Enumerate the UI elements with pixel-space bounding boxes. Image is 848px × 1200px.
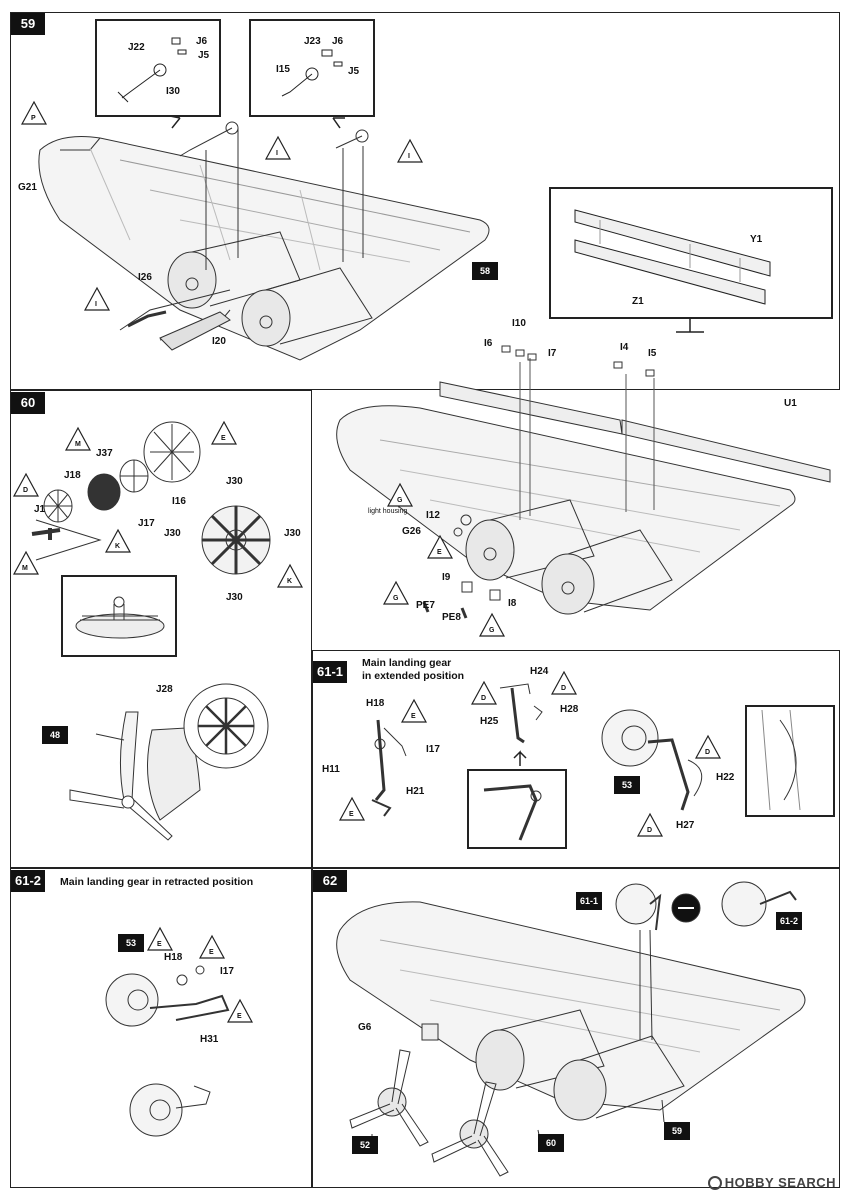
part-H18-b: H18 — [164, 952, 183, 963]
part-J30-b: J30 — [164, 528, 181, 539]
marker-g-2: G — [393, 595, 399, 602]
marker-k-1: K — [115, 543, 121, 550]
part-I4: I4 — [620, 342, 629, 353]
part-J5-b: J5 — [348, 66, 360, 77]
part-H25: H25 — [480, 716, 499, 727]
ref-badge-53-b: 53 — [118, 934, 144, 952]
part-H24: H24 — [530, 666, 549, 677]
part-J22: J22 — [128, 42, 145, 53]
step-number-61-1: 61-1 — [313, 661, 348, 683]
watermark-logo-icon — [707, 1176, 722, 1190]
part-J1: J1 — [34, 504, 46, 515]
marker-e-6: E — [209, 949, 214, 956]
part-J37: J37 — [96, 448, 113, 459]
part-J17: J17 — [138, 518, 155, 529]
light-housing-note: light housing — [368, 508, 408, 515]
marker-g-3: G — [489, 627, 495, 634]
marker-k-2: K — [287, 578, 293, 585]
marker-i-2: I — [408, 153, 410, 160]
ref-badge-61-2: 61-2 — [776, 912, 802, 930]
step-62-frame — [312, 868, 840, 1188]
part-Y1: Y1 — [750, 234, 763, 245]
step-60-frame — [10, 390, 312, 868]
part-J30-a: J30 — [226, 476, 243, 487]
part-H22: H22 — [716, 772, 735, 783]
step-number-62: 62 — [313, 870, 347, 892]
part-J6-b: J6 — [332, 36, 344, 47]
marker-e-3: E — [411, 713, 416, 720]
ref-badge-53-a: 53 — [614, 776, 640, 794]
marker-m-2: M — [22, 565, 28, 572]
hobby-search-watermark: HOBBY SEARCH — [707, 1175, 836, 1190]
step-59-frame — [10, 12, 840, 390]
part-I20: I20 — [212, 336, 226, 347]
step-number-61-2: 61-2 — [11, 870, 46, 892]
marker-e-7: E — [237, 1013, 242, 1020]
part-I30: I30 — [166, 86, 180, 97]
marker-i-1: I — [276, 150, 278, 157]
part-H21: H21 — [406, 786, 425, 797]
part-J18: J18 — [64, 470, 81, 481]
part-I10: I10 — [512, 318, 526, 329]
part-H28: H28 — [560, 704, 579, 715]
caption-61-1-line2: in extended position — [362, 670, 465, 682]
part-J28: J28 — [156, 684, 173, 695]
part-H18: H18 — [366, 698, 385, 709]
part-I17: I17 — [426, 744, 440, 755]
part-H31: H31 — [200, 1034, 219, 1045]
part-I26: I26 — [138, 272, 152, 283]
ref-badge-52: 52 — [352, 1136, 378, 1154]
marker-e-2: E — [437, 549, 442, 556]
part-J23: J23 — [304, 36, 321, 47]
watermark-text: HOBBY SEARCH — [724, 1175, 836, 1190]
ref-badge-61-1: 61-1 — [576, 892, 602, 910]
part-J30-d: J30 — [226, 592, 243, 603]
part-I8: I8 — [508, 598, 517, 609]
part-I6: I6 — [484, 338, 493, 349]
step-61-2-frame — [10, 868, 312, 1188]
ref-badge-60: 60 — [538, 1134, 564, 1152]
part-U1: U1 — [784, 398, 797, 409]
step-number-60: 60 — [11, 392, 45, 414]
part-Z1: Z1 — [632, 296, 644, 307]
marker-i-3: I — [95, 301, 97, 308]
marker-d-4: D — [705, 749, 711, 756]
marker-d-2: D — [561, 685, 567, 692]
part-J30-c: J30 — [284, 528, 301, 539]
part-I15: I15 — [276, 64, 290, 75]
marker-e-1: E — [221, 435, 226, 442]
part-G26: G26 — [402, 526, 421, 537]
part-PE7: PE7 — [416, 600, 435, 611]
part-J5-a: J5 — [198, 50, 210, 61]
caption-61-2: Main landing gear in retracted position — [60, 876, 254, 888]
caption-61-1-line1: Main landing gear — [362, 657, 452, 669]
part-H11: H11 — [322, 764, 340, 775]
marker-e-5: E — [157, 941, 162, 948]
ref-badge-58: 58 — [472, 262, 498, 280]
ref-badge-59: 59 — [664, 1122, 690, 1140]
marker-e-4: E — [349, 811, 354, 818]
marker-d-5: D — [647, 827, 653, 834]
part-I9: I9 — [442, 572, 451, 583]
part-H27: H27 — [676, 820, 695, 831]
step-61-1-frame — [312, 650, 840, 868]
part-I5: I5 — [648, 348, 657, 359]
part-I12: I12 — [426, 510, 440, 521]
part-G6: G6 — [358, 1022, 372, 1033]
part-I17-b: I17 — [220, 966, 234, 977]
part-PE8: PE8 — [442, 612, 461, 623]
marker-m-1: M — [75, 441, 81, 448]
step-number-59: 59 — [11, 13, 45, 35]
part-G21: G21 — [18, 182, 37, 193]
marker-d-3: D — [481, 695, 487, 702]
part-J6-a: J6 — [196, 36, 208, 47]
part-I7: I7 — [548, 348, 557, 359]
ref-badge-48: 48 — [42, 726, 68, 744]
marker-g-1: G — [397, 497, 403, 504]
part-I16: I16 — [172, 496, 186, 507]
marker-p: P — [31, 115, 36, 122]
marker-d-1: D — [23, 487, 29, 494]
